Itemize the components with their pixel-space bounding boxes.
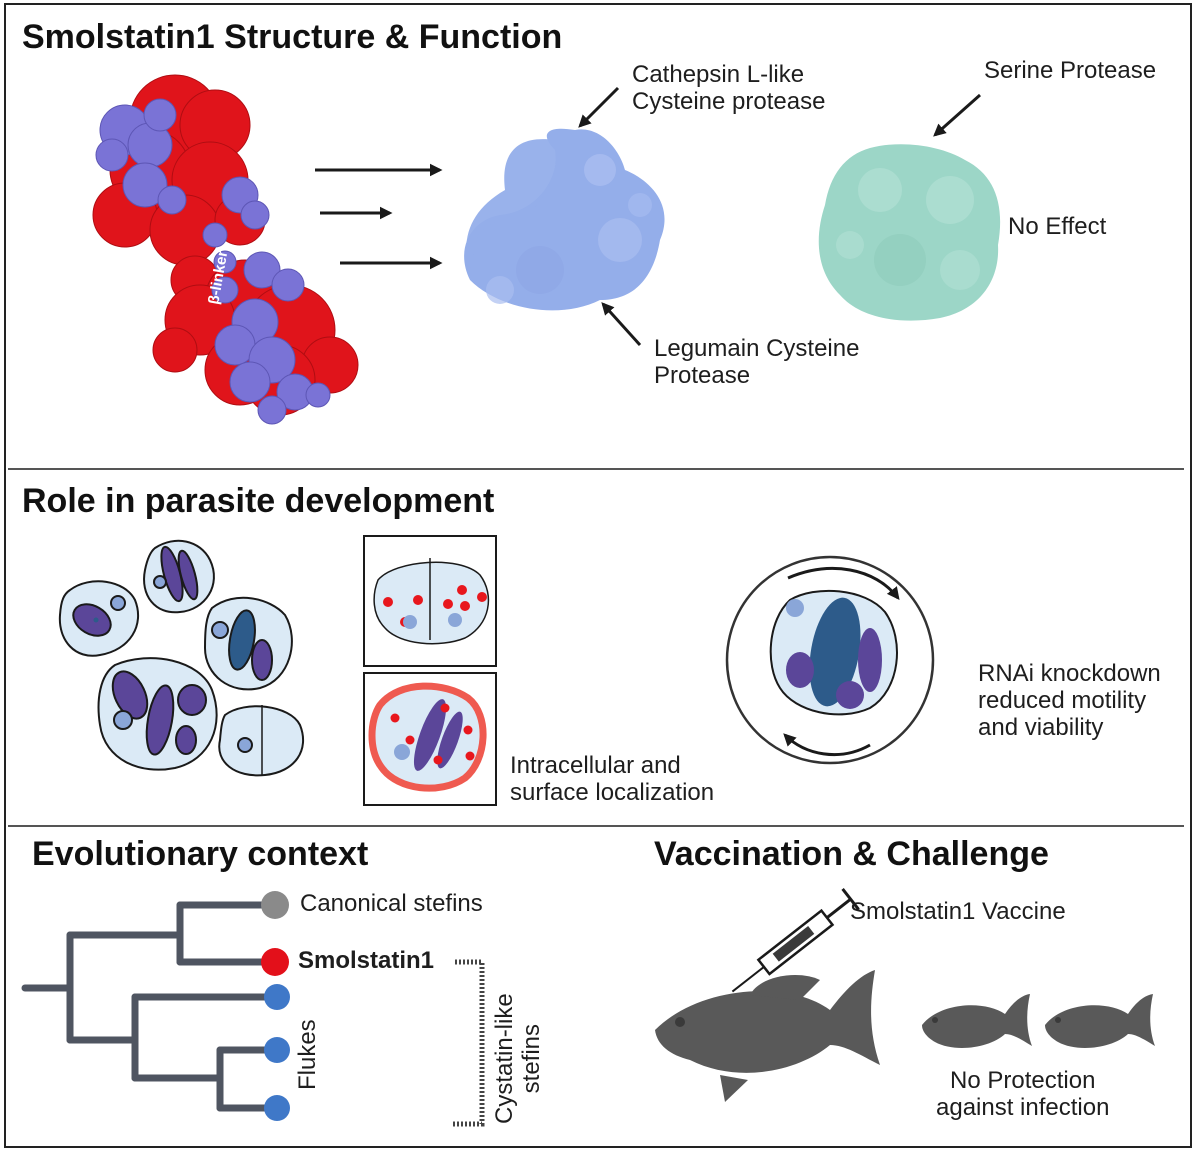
cell-shelled (218, 705, 305, 777)
section-title-vaccination: Vaccination & Challenge (654, 835, 1049, 873)
section-title-structure: Smolstatin1 Structure & Function (22, 18, 563, 56)
syringe-icon (731, 888, 860, 993)
localization-label: Intracellular and surface localization (510, 752, 715, 806)
section-title-evolution: Evolutionary context (32, 835, 369, 873)
small-fish-2-icon (1045, 994, 1155, 1048)
rnai-label: RNAi knockdown reduced motility and viab… (978, 660, 1161, 741)
inhibition-arrows (315, 86, 981, 347)
arrow-cathepsin-pointer (578, 86, 620, 128)
cystatin-bracket (452, 959, 485, 1127)
vaccine-label: Smolstatin1 Vaccine (850, 898, 1066, 925)
arrow-serine-pointer (933, 93, 981, 137)
phylogenetic-tree (21, 901, 272, 1112)
cathepsin-label: Cathepsin L-like Cysteine protease (632, 61, 826, 115)
node-fluke-2 (264, 1037, 290, 1063)
tree-nodes (261, 891, 290, 1121)
cell-small-left (58, 580, 140, 657)
cystatin-like-label: Cystatin-like stefins (491, 993, 545, 1124)
node-canonical (261, 891, 289, 919)
cell-top-middle (143, 539, 215, 614)
smolstatin-label: Smolstatin1 (298, 947, 435, 974)
canonical-stefins-label: Canonical stefins (300, 890, 483, 917)
legumain-label: Legumain Cysteine Protease (654, 335, 860, 389)
no-effect-label: No Effect (1008, 213, 1107, 240)
node-smolstatin (261, 948, 289, 976)
outcome-label: No Protection against infection (936, 1067, 1110, 1121)
section-divider-1 (8, 468, 1184, 470)
node-fluke-3 (264, 1095, 290, 1121)
cysteine-protease-shape (464, 128, 665, 311)
cell-large-bottom (97, 657, 218, 771)
flukes-label: Flukes (294, 1019, 321, 1090)
motility-diagram (725, 555, 935, 765)
large-fish-icon (655, 970, 880, 1102)
small-fish-1-icon (922, 994, 1032, 1048)
serine-protease-shape (818, 144, 1001, 321)
section-title-parasite: Role in parasite development (22, 482, 495, 520)
arrow-legumain-pointer (601, 302, 642, 347)
localization-boxes (363, 535, 497, 806)
section-divider-2 (8, 825, 1184, 827)
node-fluke-1 (264, 984, 290, 1010)
figure-frame (4, 3, 1192, 1148)
cell-right-navy (203, 596, 293, 691)
parasite-cells (58, 539, 305, 777)
serine-protease-label: Serine Protease (984, 57, 1157, 84)
smolstatin-structure (92, 74, 359, 425)
